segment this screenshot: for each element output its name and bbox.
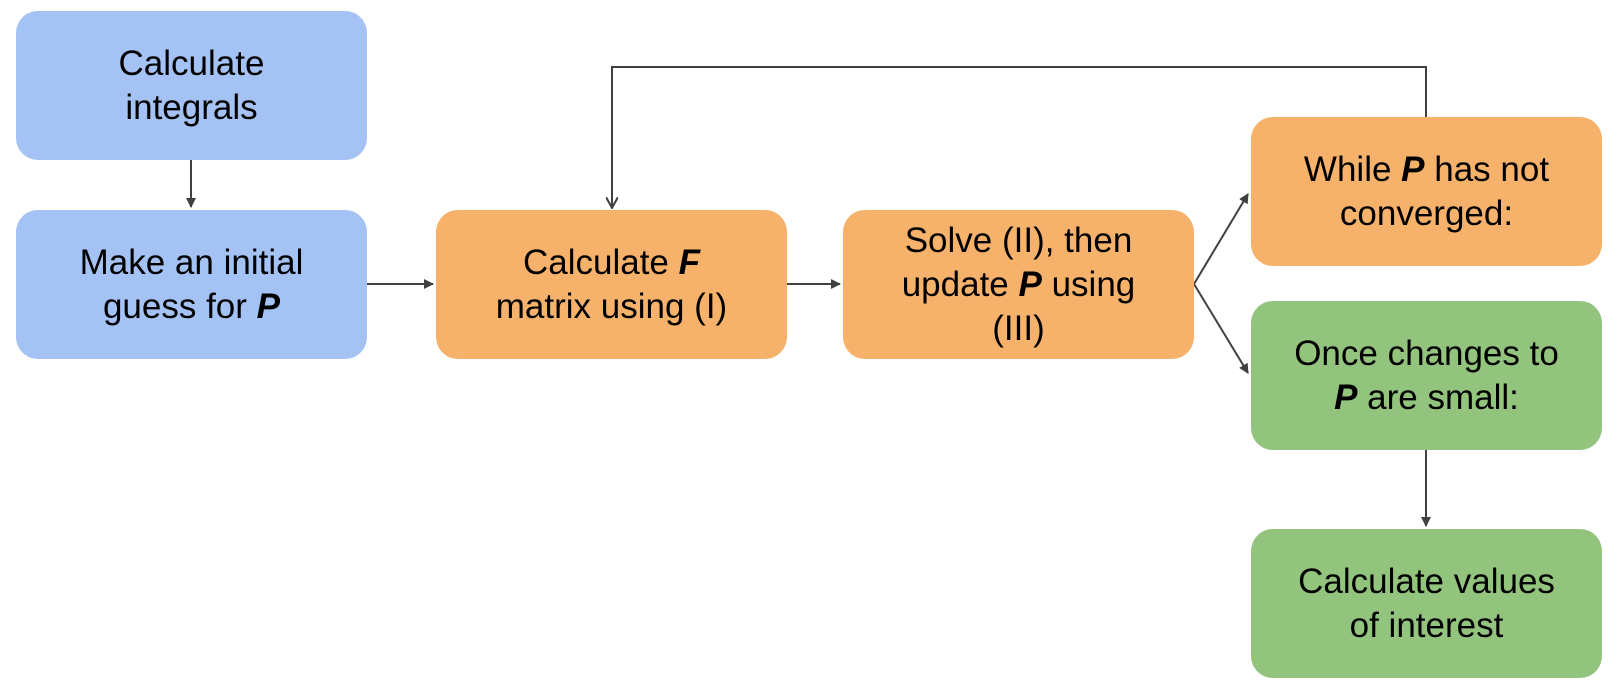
variable-p: P: [256, 286, 281, 326]
node-text: Calculate: [118, 43, 265, 83]
node-once-changes-small: Once changes to P are small:: [1251, 301, 1602, 450]
node-text: matrix using (I): [495, 286, 728, 326]
node-calculate-values: Calculate values of interest: [1251, 529, 1602, 678]
node-text: Calculate values: [1298, 561, 1555, 601]
variable-f: F: [678, 242, 701, 282]
arrow-solve-to-while: [1193, 193, 1249, 285]
node-text: of interest: [1349, 605, 1504, 645]
node-text: Solve (II), then: [904, 220, 1133, 260]
arrow-solve-to-once: [1193, 283, 1249, 374]
node-text: using: [1041, 264, 1136, 304]
node-text: guess for: [102, 286, 257, 326]
node-text: While: [1303, 149, 1402, 189]
arrow-while-loop-back: [612, 66, 1427, 207]
node-text: Calculate: [522, 242, 679, 282]
node-text: are small:: [1357, 377, 1519, 417]
node-text-line: guess for P: [80, 285, 304, 329]
node-text: converged:: [1339, 193, 1514, 233]
node-text-line: Calculate F: [496, 241, 727, 285]
variable-p: P: [1401, 149, 1425, 189]
node-solve-update: Solve (II), then update P using (III): [843, 210, 1194, 359]
node-text-line: update P using: [902, 263, 1136, 307]
node-while-not-converged: While P has not converged:: [1251, 117, 1602, 266]
node-text: integrals: [125, 87, 258, 127]
node-text: Once changes to: [1294, 333, 1559, 373]
node-text: (III): [992, 308, 1045, 348]
node-text: update: [901, 264, 1019, 304]
node-text: Make an initial: [79, 242, 304, 282]
node-calculate-f-matrix: Calculate F matrix using (I): [436, 210, 787, 359]
node-initial-guess: Make an initial guess for P: [16, 210, 367, 359]
node-text: has not: [1424, 149, 1550, 189]
node-calculate-integrals: Calculate integrals: [16, 11, 367, 160]
variable-p: P: [1018, 264, 1042, 304]
variable-p: P: [1334, 377, 1358, 417]
node-text-line: P are small:: [1294, 376, 1559, 420]
node-text-line: While P has not: [1304, 148, 1549, 192]
